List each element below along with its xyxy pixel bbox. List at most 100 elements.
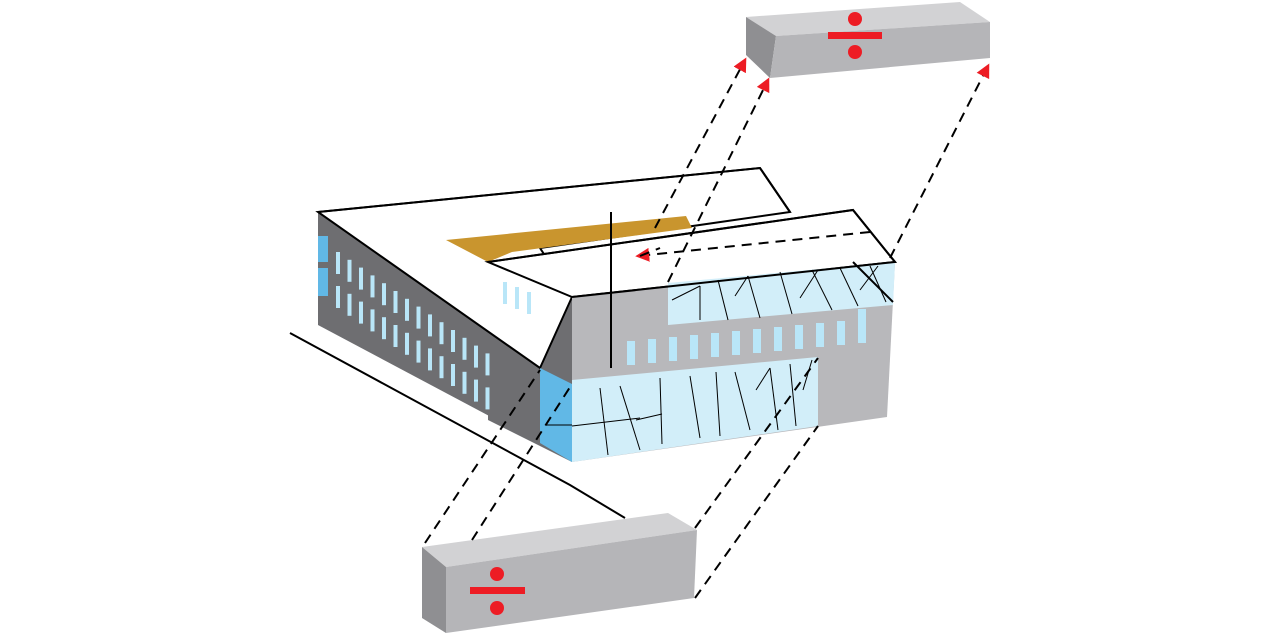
bottom-left-block xyxy=(422,513,697,633)
window xyxy=(359,267,363,290)
block-top-face xyxy=(422,513,697,567)
window xyxy=(439,356,444,379)
ground-line xyxy=(289,332,626,519)
window xyxy=(336,286,340,308)
roof-outline xyxy=(317,166,791,213)
facade-line xyxy=(734,275,749,297)
window xyxy=(439,322,444,345)
dashed-arrow xyxy=(635,231,871,262)
window xyxy=(627,341,635,365)
window xyxy=(515,287,519,309)
dashed-arrow xyxy=(694,357,819,529)
facade-line xyxy=(789,363,797,427)
division-sign-icon xyxy=(470,567,525,615)
upper-glass-volume xyxy=(668,262,895,325)
window xyxy=(428,314,432,337)
facade-line xyxy=(689,375,701,439)
window xyxy=(474,345,478,368)
facade-line xyxy=(769,367,779,431)
window xyxy=(359,301,363,324)
block-side-face xyxy=(746,17,776,78)
extraction-arrows xyxy=(424,57,990,599)
window xyxy=(451,330,455,352)
roof-diagonal xyxy=(852,261,894,303)
facade-line xyxy=(839,267,859,307)
front-roof-outline xyxy=(487,208,897,298)
facade-line xyxy=(869,265,887,303)
facade-line xyxy=(755,367,771,391)
dashed-arrow xyxy=(667,77,770,283)
facade-line xyxy=(799,269,819,299)
window xyxy=(753,329,761,353)
window xyxy=(485,387,490,410)
window xyxy=(795,325,803,349)
window xyxy=(774,327,782,351)
window xyxy=(837,321,845,345)
window xyxy=(382,283,386,306)
dashed-arrow xyxy=(654,57,747,229)
facade-line xyxy=(659,377,663,445)
facade-line xyxy=(779,271,793,315)
window xyxy=(393,291,398,313)
window xyxy=(690,335,698,359)
window xyxy=(405,332,409,355)
window xyxy=(527,292,531,314)
glass-facade-lines xyxy=(546,265,887,456)
building xyxy=(315,166,897,462)
window xyxy=(382,317,386,340)
facade-line xyxy=(635,413,663,421)
window xyxy=(336,252,340,274)
window-panel xyxy=(318,268,328,296)
dashed-arrow xyxy=(694,425,819,599)
window xyxy=(405,298,409,321)
facade-line xyxy=(802,359,813,391)
dashed-arrow xyxy=(424,369,541,544)
window xyxy=(474,379,478,402)
facade-line xyxy=(571,417,641,427)
window xyxy=(485,353,490,376)
window xyxy=(462,337,467,360)
facade-line xyxy=(734,371,751,431)
block-side-face xyxy=(422,547,446,633)
block-top-face xyxy=(746,2,990,36)
block-front-face xyxy=(446,530,697,633)
front-facade-windows xyxy=(627,309,866,365)
block-front-face xyxy=(770,22,990,78)
window xyxy=(648,339,656,363)
window xyxy=(451,364,455,386)
window xyxy=(370,309,375,332)
window-panel xyxy=(318,236,328,262)
facade-line xyxy=(747,275,761,319)
window xyxy=(347,293,352,316)
facade-line xyxy=(599,387,609,456)
left-wing-windows xyxy=(318,236,490,410)
window xyxy=(732,331,740,355)
inner-wall-windows xyxy=(503,282,531,314)
facade-line xyxy=(859,265,879,291)
division-sign-icon xyxy=(828,12,882,59)
courtyard xyxy=(446,216,692,262)
window xyxy=(393,325,398,347)
dashed-arrow xyxy=(471,383,573,541)
facade-line xyxy=(717,279,729,321)
dashed-arrow xyxy=(889,63,990,259)
facade-line xyxy=(619,385,641,451)
window xyxy=(711,333,719,357)
window xyxy=(347,259,352,282)
glass-corner-side xyxy=(540,368,572,462)
window xyxy=(858,309,866,335)
window xyxy=(462,371,467,394)
window xyxy=(503,282,507,304)
window xyxy=(416,306,421,329)
dashed-arrow xyxy=(639,247,661,257)
facade-line xyxy=(671,285,701,301)
window xyxy=(428,348,432,371)
facade-line xyxy=(811,269,833,311)
top-right-block xyxy=(746,2,990,78)
facade-line xyxy=(715,371,721,437)
window xyxy=(370,275,375,298)
window xyxy=(669,337,677,361)
window xyxy=(816,323,824,347)
